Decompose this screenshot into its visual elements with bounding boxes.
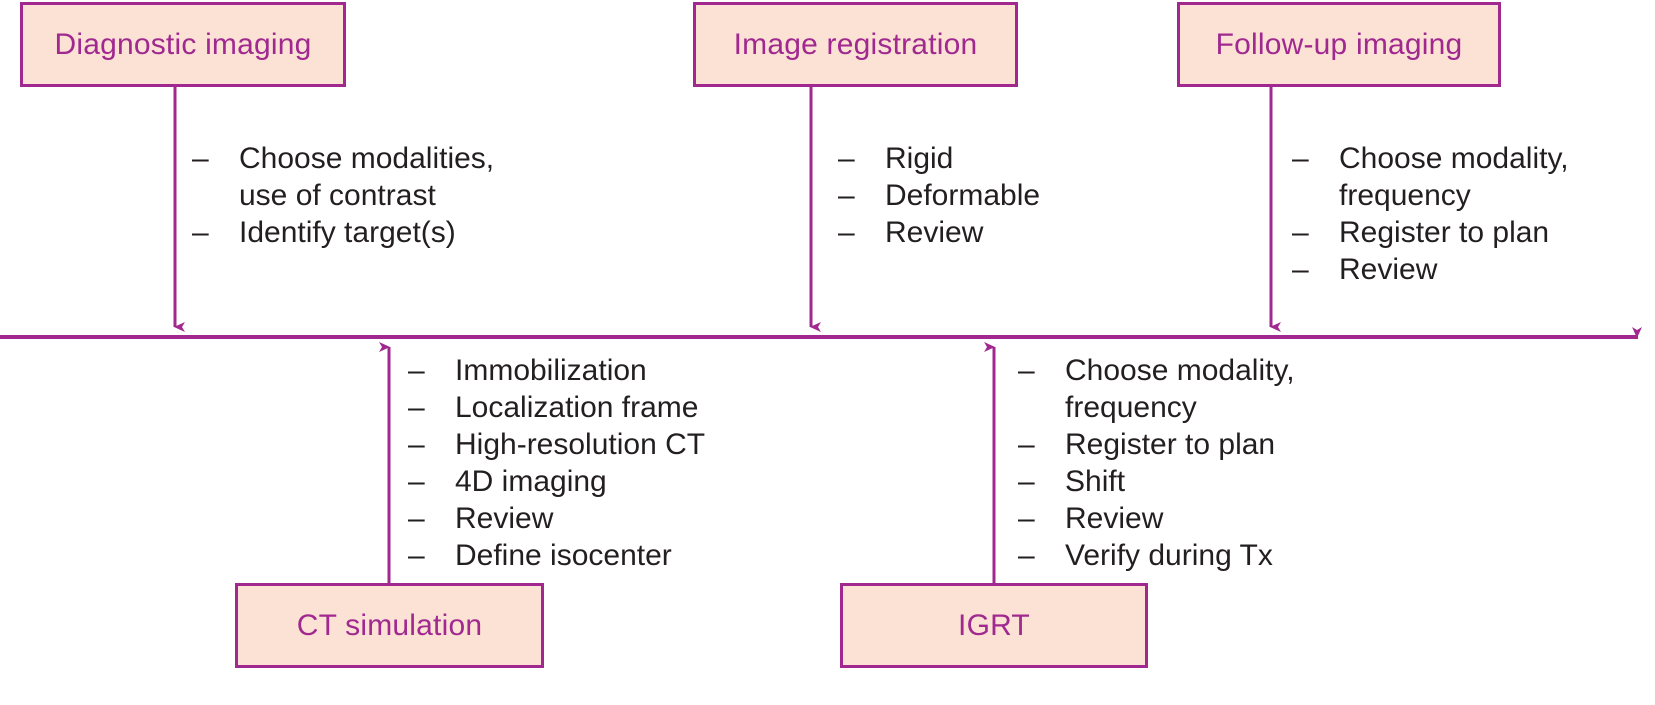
- list-item-line: Deformable: [885, 179, 1041, 212]
- list-item: –Review: [838, 214, 1040, 251]
- node-box-follow-up-imaging[interactable]: Follow-up imaging: [1177, 2, 1501, 87]
- list-item-line: Verify during Tx: [1065, 539, 1273, 572]
- list-item: –Register to plan: [1292, 214, 1569, 251]
- list-item: –Shift: [1018, 463, 1295, 500]
- list-item: –Define isocenter: [408, 537, 705, 574]
- bullet-dash-icon: –: [838, 179, 855, 212]
- list-item-line: Review: [1065, 502, 1164, 535]
- list-item-line: Immobilization: [455, 354, 647, 387]
- list-item: –Identify target(s): [192, 214, 494, 251]
- bullet-list-diagnostic-imaging: –Choose modalities,use of contrast–Ident…: [192, 140, 494, 251]
- bullet-list-image-registration: –Rigid–Deformable–Review: [838, 140, 1040, 251]
- list-item-line: Shift: [1065, 465, 1126, 498]
- list-item: –Verify during Tx: [1018, 537, 1295, 574]
- bullet-dash-icon: –: [1018, 465, 1035, 498]
- bullet-dash-icon: –: [1292, 216, 1309, 249]
- list-item-line: Review: [455, 502, 554, 535]
- node-title: Diagnostic imaging: [54, 27, 312, 61]
- bullet-dash-icon: –: [838, 216, 855, 249]
- list-item-line: Review: [1339, 253, 1438, 286]
- list-item-line: 4D imaging: [455, 465, 607, 498]
- list-item-line: use of contrast: [239, 179, 436, 212]
- bullet-dash-icon: –: [1018, 354, 1035, 387]
- bullet-dash-icon: –: [408, 354, 425, 387]
- bullet-dash-icon: –: [1018, 428, 1035, 461]
- list-item: –Immobilization: [408, 352, 705, 389]
- list-item: –Register to plan: [1018, 426, 1295, 463]
- bullet-dash-icon: –: [408, 502, 425, 535]
- list-item: –Localization frame: [408, 389, 705, 426]
- node-title: Follow-up imaging: [1215, 27, 1463, 61]
- bullet-dash-icon: –: [1018, 539, 1035, 572]
- bullet-dash-icon: –: [838, 142, 855, 175]
- bullet-list-ct-simulation: –Immobilization–Localization frame–High-…: [408, 352, 705, 574]
- list-item: –Choose modalities, use of contrast: [192, 140, 494, 214]
- node-box-image-registration[interactable]: Image registration: [693, 2, 1018, 87]
- list-item-line: Define isocenter: [455, 539, 672, 572]
- node-title: CT simulation: [296, 608, 483, 642]
- bullet-dash-icon: –: [192, 216, 209, 249]
- list-item: –High-resolution CT: [408, 426, 705, 463]
- bullet-dash-icon: –: [1018, 502, 1035, 535]
- list-item-line: Choose modality,: [1065, 354, 1295, 387]
- list-item-line: Localization frame: [455, 391, 699, 424]
- list-item-line: Identify target(s): [239, 216, 456, 249]
- node-title: Image registration: [733, 27, 978, 61]
- bullet-dash-icon: –: [408, 391, 425, 424]
- bullet-dash-icon: –: [408, 539, 425, 572]
- list-item-line: Rigid: [885, 142, 954, 175]
- list-item-line: Review: [885, 216, 984, 249]
- list-item: –Review: [1292, 251, 1569, 288]
- list-item: –Review: [408, 500, 705, 537]
- bullet-list-igrt: –Choose modality,frequency–Register to p…: [1018, 352, 1295, 574]
- node-title: IGRT: [958, 608, 1030, 642]
- list-item: –4D imaging: [408, 463, 705, 500]
- list-item: –Review: [1018, 500, 1295, 537]
- list-item-line: Register to plan: [1065, 428, 1276, 461]
- list-item: –Choose modality, frequency: [1292, 140, 1569, 214]
- list-item-line: Choose modalities,: [239, 142, 495, 175]
- list-item-line: Choose modality,: [1339, 142, 1569, 175]
- bullet-dash-icon: –: [1292, 142, 1309, 175]
- bullet-dash-icon: –: [1292, 253, 1309, 286]
- bullet-dash-icon: –: [192, 142, 209, 175]
- list-item: –Deformable: [838, 177, 1040, 214]
- list-item: –Choose modality, frequency: [1018, 352, 1295, 426]
- bullet-dash-icon: –: [408, 465, 425, 498]
- node-box-ct-simulation[interactable]: CT simulation: [235, 583, 544, 668]
- bullet-dash-icon: –: [408, 428, 425, 461]
- list-item-line: frequency: [1339, 179, 1471, 212]
- list-item-line: Register to plan: [1339, 216, 1550, 249]
- list-item-line: High-resolution CT: [455, 428, 706, 461]
- list-item-line: frequency: [1065, 391, 1197, 424]
- list-item: –Rigid: [838, 140, 1040, 177]
- node-box-diagnostic-imaging[interactable]: Diagnostic imaging: [20, 2, 346, 87]
- bullet-list-follow-up-imaging: –Choose modality,frequency–Register to p…: [1292, 140, 1569, 288]
- node-box-igrt[interactable]: IGRT: [840, 583, 1148, 668]
